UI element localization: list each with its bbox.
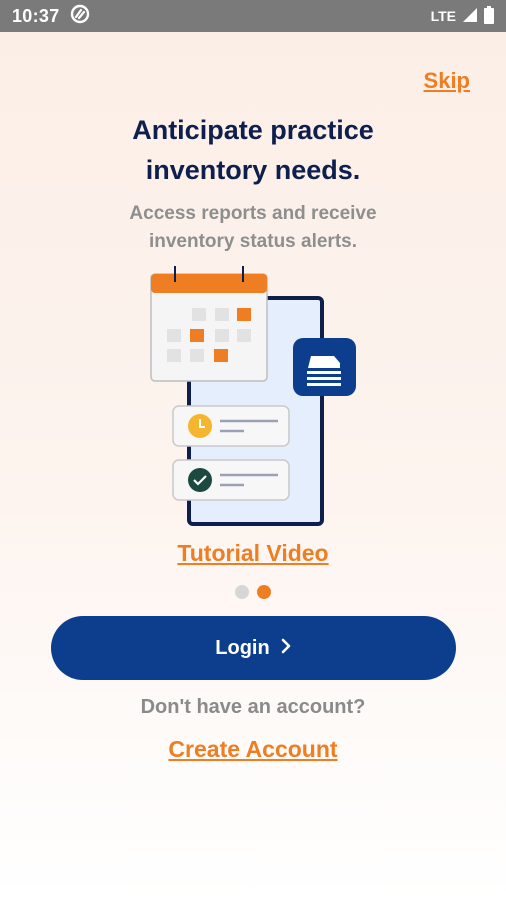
- check-alert-card: [172, 459, 290, 501]
- create-account-link[interactable]: Create Account: [168, 736, 338, 762]
- page-dot-2-active[interactable]: [257, 585, 271, 599]
- tutorial-video-link[interactable]: Tutorial Video: [177, 540, 329, 566]
- no-account-text: Don't have an account?: [140, 696, 366, 718]
- inventory-illustration: [140, 264, 370, 534]
- login-label: Login: [215, 636, 270, 659]
- status-time: 10:37: [12, 5, 60, 26]
- title-line-2: inventory needs.: [145, 155, 361, 185]
- clock-alert-card: [172, 405, 290, 447]
- subtitle-line-1: Access reports and receive: [129, 203, 377, 224]
- onboarding-title: Anticipate practice inventory needs.: [0, 110, 506, 190]
- page-dot-1[interactable]: [235, 585, 249, 599]
- skip-link[interactable]: Skip: [423, 68, 470, 93]
- app-notification-icon: [70, 4, 90, 29]
- page-indicator: [0, 585, 506, 599]
- battery-icon: [484, 5, 494, 27]
- signal-icon: [462, 7, 478, 26]
- subtitle-line-2: inventory status alerts.: [148, 231, 358, 252]
- onboarding-subtitle: Access reports and receive inventory sta…: [0, 200, 506, 256]
- title-line-1: Anticipate practice: [132, 115, 374, 145]
- status-bar: 10:37 LTE: [0, 0, 506, 32]
- paper-stack-icon: [293, 338, 356, 396]
- login-button[interactable]: Login: [51, 616, 456, 680]
- network-label: LTE: [430, 8, 456, 24]
- calendar-icon: [150, 266, 268, 382]
- chevron-right-icon: [280, 637, 292, 660]
